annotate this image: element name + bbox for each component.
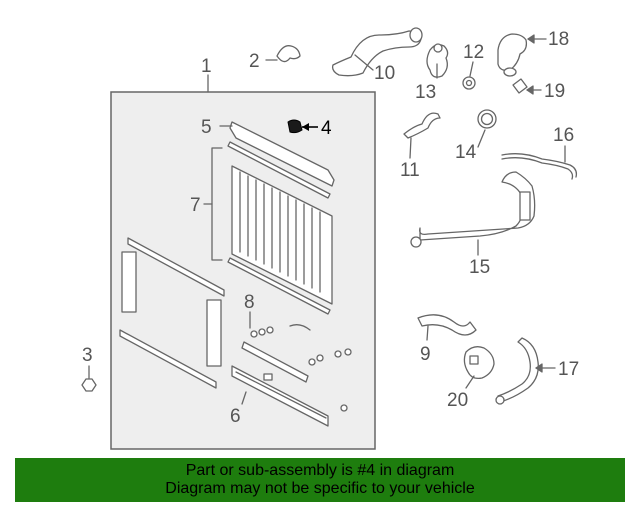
part-16-pipe [501, 145, 578, 180]
callout-12: 12 [463, 42, 484, 63]
callout-15: 15 [469, 257, 490, 278]
part-10-upper-hose [331, 27, 423, 77]
part-8-fittings [241, 311, 352, 383]
callout-20: 20 [447, 390, 468, 411]
banner-line-2: Diagram may not be specific to your vehi… [165, 480, 475, 497]
callout-1: 1 [201, 56, 212, 77]
part-20-housing [463, 346, 495, 389]
part-5-upper-tank [219, 121, 335, 187]
part-4-highlight [287, 119, 318, 134]
callout-18: 18 [548, 29, 569, 50]
callout-3: 3 [82, 345, 93, 366]
part-17-hose [495, 337, 556, 405]
part-14-ring [477, 109, 497, 148]
part-7-core [231, 165, 333, 305]
callout-17: 17 [558, 359, 579, 380]
part-18-housing [497, 33, 547, 77]
part-3-drain-plug [81, 365, 97, 392]
part-6-lower-tank [231, 365, 348, 427]
callout-10: 10 [374, 63, 395, 84]
callout-2: 2 [249, 51, 260, 72]
callout-6: 6 [230, 406, 241, 427]
part-9-hose [417, 314, 477, 341]
part-19-clamp [512, 78, 542, 95]
callout-13: 13 [415, 82, 436, 103]
callout-8: 8 [244, 292, 255, 313]
callout-19: 19 [544, 81, 565, 102]
callout-16: 16 [553, 125, 574, 146]
info-banner: Part or sub-assembly is #4 in diagram Di… [15, 458, 625, 502]
callout-7: 7 [190, 195, 201, 216]
part-2-bracket [265, 45, 301, 63]
parts-diagram: 1 2 3 4 5 6 7 8 9 10 11 12 13 14 15 16 1… [81, 27, 579, 450]
part-13-fitting [426, 43, 449, 79]
callout-14: 14 [455, 142, 477, 163]
part-11-hose [403, 112, 441, 159]
side-panels [119, 237, 225, 389]
callout-4: 4 [321, 118, 332, 139]
part-12-cap [462, 61, 476, 90]
part-15-water-pipe [410, 171, 536, 256]
banner-line-1: Part or sub-assembly is #4 in diagram [185, 462, 455, 479]
gasket-upper [227, 141, 331, 199]
callout-9: 9 [420, 344, 431, 365]
callout-5: 5 [201, 117, 212, 138]
gasket-lower [227, 257, 331, 315]
callout-11: 11 [400, 160, 420, 181]
